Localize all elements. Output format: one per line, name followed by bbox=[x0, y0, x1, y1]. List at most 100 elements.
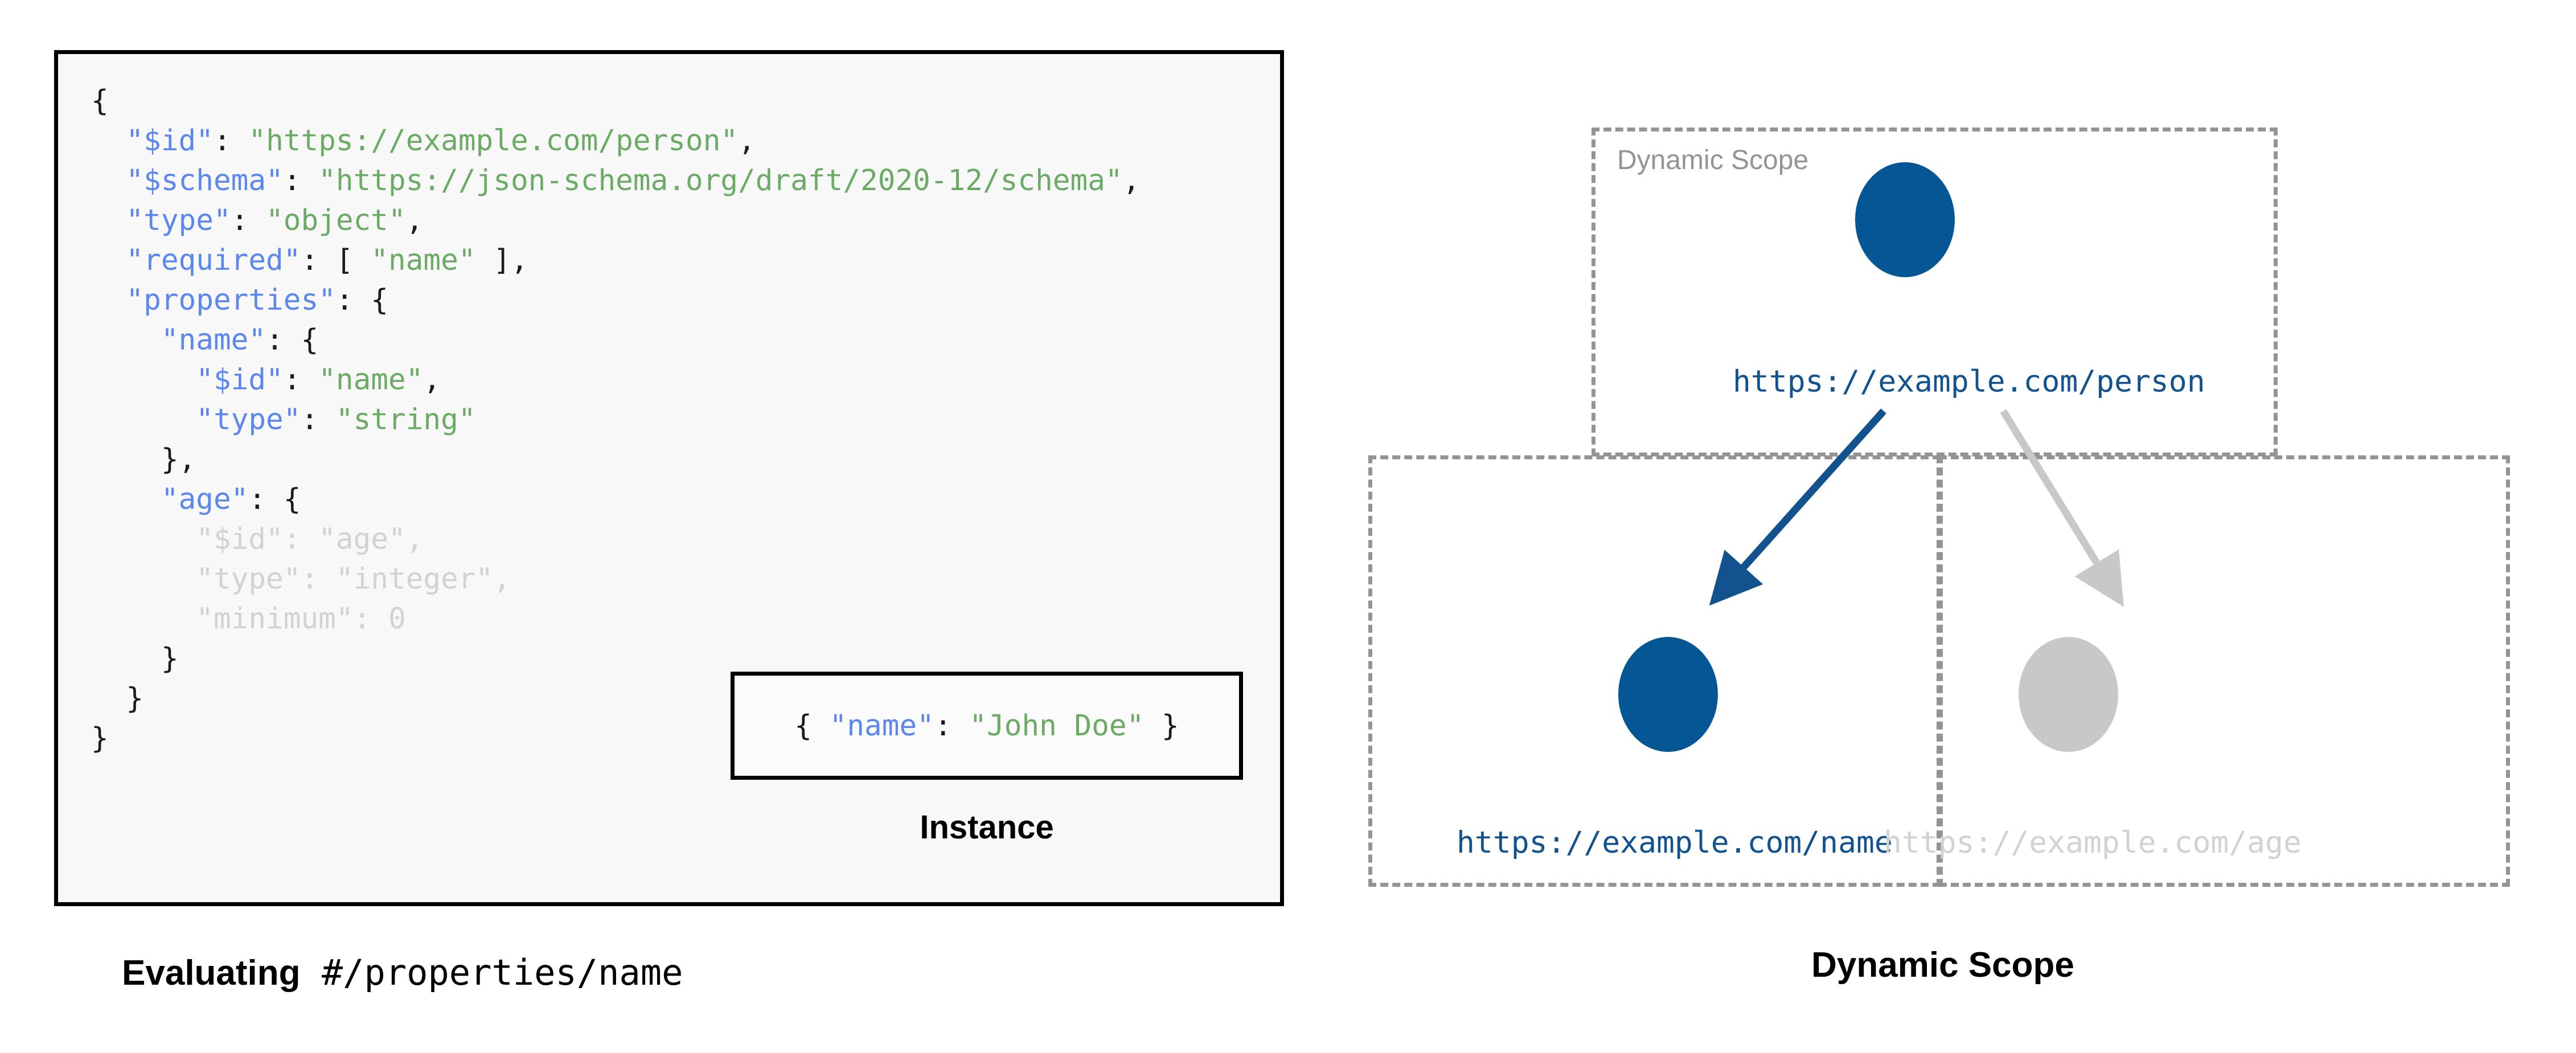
code-token-punct: : { bbox=[266, 323, 319, 357]
scope-box-person bbox=[1591, 127, 2278, 456]
code-token-str: "age" bbox=[318, 523, 406, 556]
code-line: "age": { bbox=[91, 480, 1140, 520]
code-token-punct: : { bbox=[335, 283, 389, 317]
code-token-punct: { bbox=[91, 84, 109, 118]
code-token-punct: , bbox=[405, 204, 424, 237]
node-name-circle bbox=[1618, 637, 1718, 752]
code-token-key: "name" bbox=[161, 323, 266, 357]
code-token-str: "https://json-schema.org/draft/2020-12/s… bbox=[318, 164, 1123, 198]
code-line: "type": "string" bbox=[91, 400, 1140, 440]
code-token-punct: : bbox=[934, 709, 970, 743]
code-token-str: "name" bbox=[318, 363, 424, 397]
right-figure-caption: Dynamic Scope bbox=[1811, 945, 2074, 985]
code-token-punct bbox=[91, 124, 126, 158]
instance-box: { "name": "John Doe" } bbox=[731, 672, 1243, 780]
code-token-punct: , bbox=[423, 363, 441, 397]
node-name-label: https://example.com/name bbox=[1457, 825, 1893, 860]
code-token-punct bbox=[91, 283, 126, 317]
code-token-punct bbox=[91, 562, 196, 596]
code-token-punct: : bbox=[353, 602, 388, 636]
schema-panel: { "$id": "https://example.com/person", "… bbox=[54, 50, 1284, 993]
code-line: } bbox=[91, 679, 1140, 719]
code-token-punct: : bbox=[301, 562, 336, 596]
code-token-key: "required" bbox=[126, 244, 301, 277]
code-line: "required": [ "name" ], bbox=[91, 241, 1140, 281]
code-token-num: 0 bbox=[388, 602, 406, 636]
code-token-punct bbox=[91, 403, 196, 437]
code-token-key: "type" bbox=[126, 204, 231, 237]
node-person-circle bbox=[1855, 162, 1955, 277]
code-line: "properties": { bbox=[91, 281, 1140, 320]
json-schema-code-block: { "$id": "https://example.com/person", "… bbox=[54, 50, 1284, 906]
code-token-str: "John Doe" bbox=[969, 709, 1145, 743]
left-figure-caption: Evaluating #/properties/name bbox=[122, 952, 683, 993]
code-token-punct: : { bbox=[248, 483, 301, 516]
json-schema-code-text: { "$id": "https://example.com/person", "… bbox=[91, 81, 1140, 759]
code-token-punct: : bbox=[231, 204, 266, 237]
code-token-key: "$schema" bbox=[126, 164, 284, 198]
code-token-key: "age" bbox=[161, 483, 249, 516]
code-line: } bbox=[91, 639, 1140, 679]
code-line: { bbox=[91, 81, 1140, 121]
code-line: "$schema": "https://json-schema.org/draf… bbox=[91, 161, 1140, 201]
node-person-label: https://example.com/person bbox=[1733, 364, 2205, 399]
code-token-key: "minimum" bbox=[196, 602, 354, 636]
code-token-punct: } bbox=[91, 722, 109, 755]
code-line: "$id": "https://example.com/person", bbox=[91, 121, 1140, 161]
code-line: } bbox=[91, 719, 1140, 759]
code-token-punct: : bbox=[283, 363, 319, 397]
code-token-punct: { bbox=[794, 709, 830, 743]
code-token-key: "properties" bbox=[126, 283, 336, 317]
dynamic-scope-diagram: Dynamic Scope https://example.com/person… bbox=[1310, 0, 2576, 1053]
code-token-punct bbox=[91, 602, 196, 636]
code-token-punct: , bbox=[738, 124, 756, 158]
scope-box-label: Dynamic Scope bbox=[1617, 145, 1809, 175]
code-token-punct bbox=[91, 323, 161, 357]
code-token-punct: : bbox=[301, 403, 336, 437]
code-token-key: "$id" bbox=[196, 523, 284, 556]
code-token-punct: : bbox=[213, 124, 249, 158]
scope-box-age bbox=[1939, 455, 2510, 887]
instance-caption: Instance bbox=[920, 809, 1054, 846]
code-line: "type": "object", bbox=[91, 201, 1140, 241]
code-line: }, bbox=[91, 440, 1140, 480]
code-token-punct bbox=[91, 483, 161, 516]
code-token-key: "$id" bbox=[196, 363, 284, 397]
code-token-key: "$id" bbox=[126, 124, 214, 158]
code-line: "name": { bbox=[91, 320, 1140, 360]
instance-code-text: { "name": "John Doe" } bbox=[794, 709, 1179, 743]
code-token-punct bbox=[91, 244, 126, 277]
code-line: "minimum": 0 bbox=[91, 599, 1140, 639]
code-token-punct bbox=[91, 164, 126, 198]
code-token-str: "string" bbox=[335, 403, 476, 437]
code-token-str: "object" bbox=[266, 204, 406, 237]
code-token-str: "integer" bbox=[335, 562, 494, 596]
node-age-label: https://example.com/age bbox=[1884, 825, 2302, 860]
node-age-circle bbox=[2019, 637, 2118, 752]
code-token-punct: ], bbox=[475, 244, 528, 277]
scope-box-name bbox=[1368, 455, 1941, 887]
code-token-punct: } bbox=[91, 682, 144, 715]
code-token-key: "type" bbox=[196, 562, 301, 596]
code-token-str: "https://example.com/person" bbox=[248, 124, 739, 158]
code-token-punct bbox=[91, 523, 196, 556]
code-token-punct: : bbox=[283, 523, 319, 556]
code-token-punct: , bbox=[493, 562, 511, 596]
code-token-str: "name" bbox=[371, 244, 476, 277]
left-caption-pointer: #/properties/name bbox=[321, 952, 683, 993]
code-token-key: "name" bbox=[829, 709, 934, 743]
code-token-punct: }, bbox=[91, 443, 196, 476]
code-token-punct: } bbox=[1144, 709, 1179, 743]
code-token-punct: , bbox=[405, 523, 424, 556]
code-token-punct: , bbox=[1122, 164, 1141, 198]
code-token-key: "type" bbox=[196, 403, 301, 437]
code-token-punct bbox=[91, 204, 126, 237]
code-token-punct: : [ bbox=[301, 244, 371, 277]
code-line: "$id": "age", bbox=[91, 520, 1140, 560]
code-line: "type": "integer", bbox=[91, 560, 1140, 599]
code-token-punct: : bbox=[283, 164, 319, 198]
left-caption-bold: Evaluating bbox=[122, 953, 301, 993]
code-line: "$id": "name", bbox=[91, 360, 1140, 400]
code-token-punct: } bbox=[91, 642, 179, 676]
left-caption-mono bbox=[301, 952, 322, 993]
